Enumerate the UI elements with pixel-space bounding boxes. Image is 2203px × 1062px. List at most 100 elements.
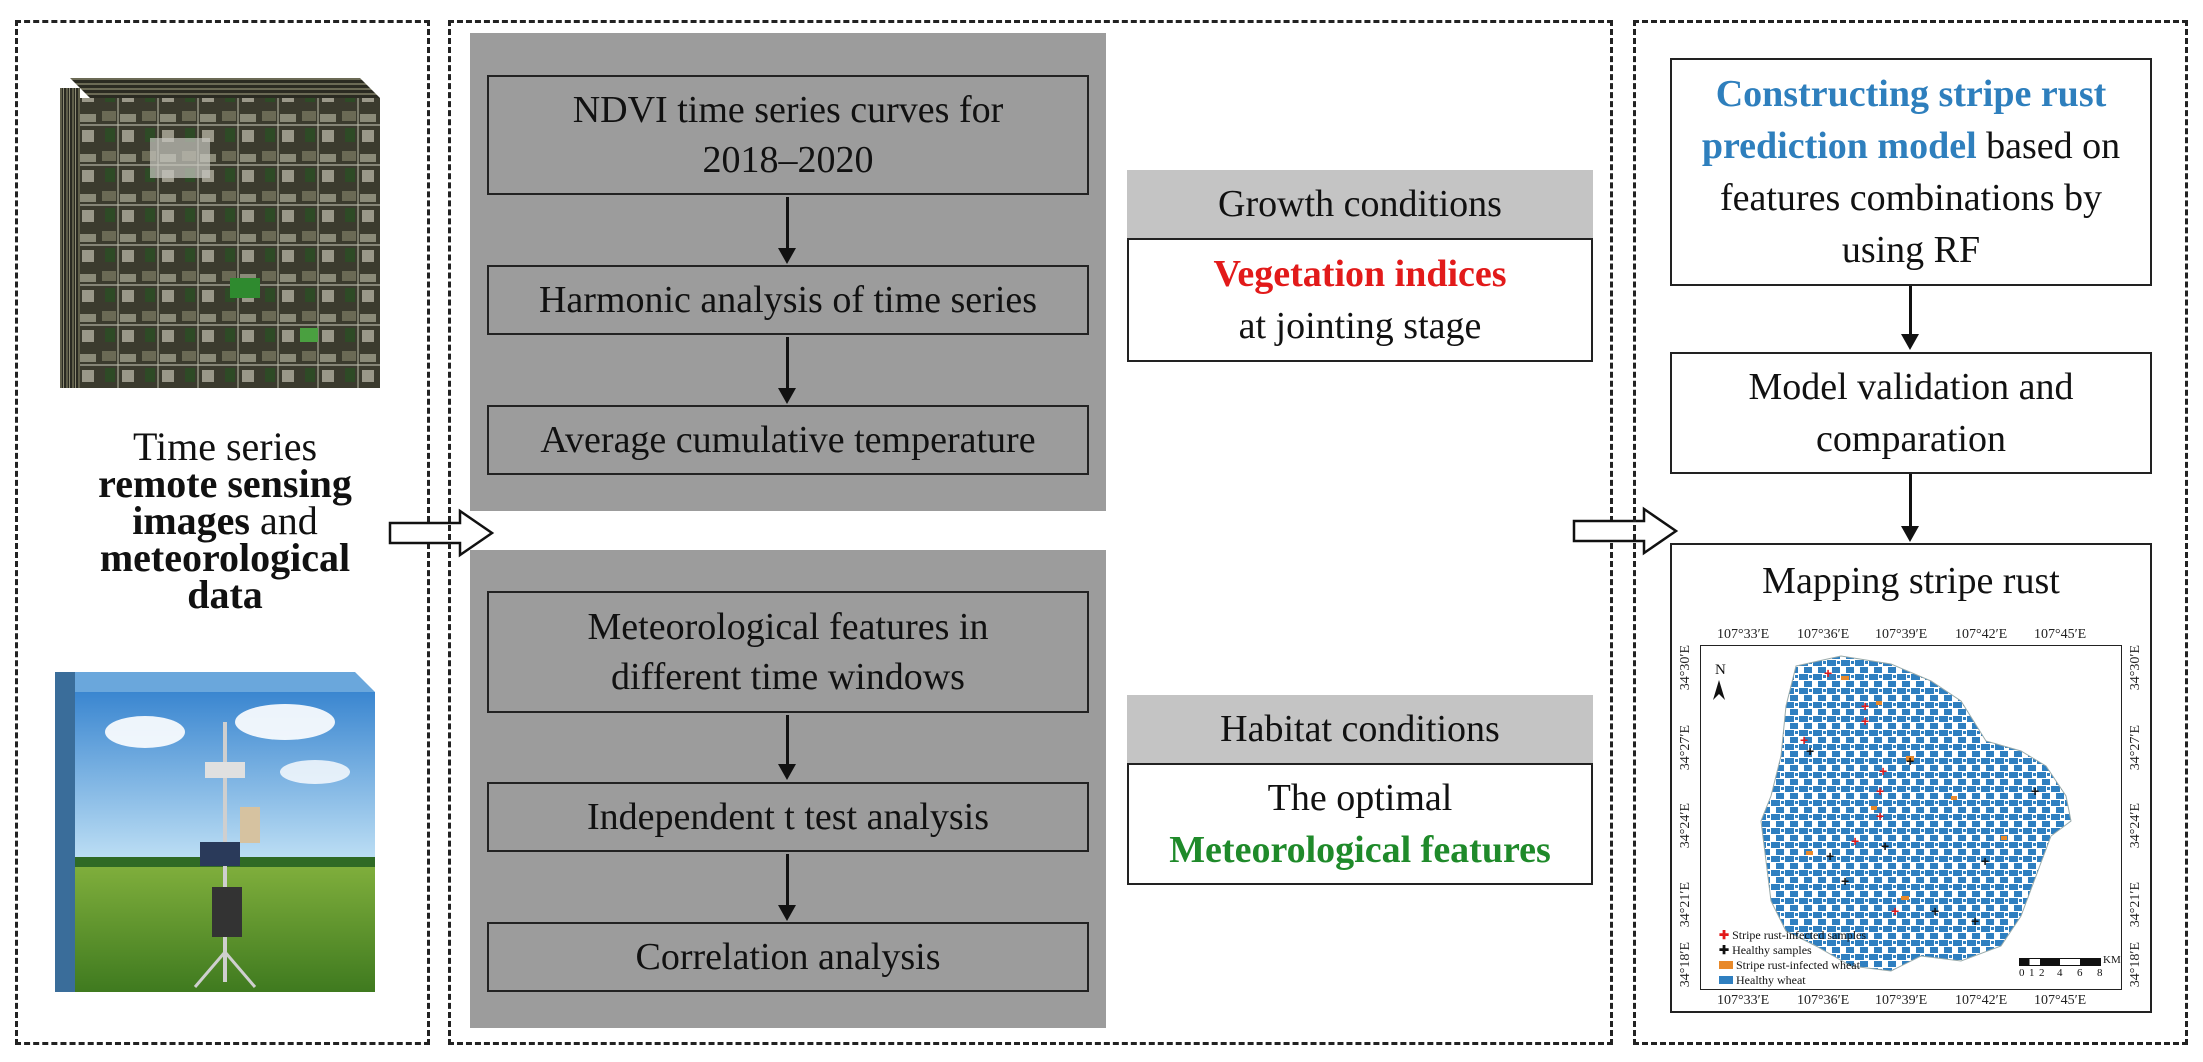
svg-text:+: + bbox=[1826, 848, 1834, 864]
step-correlation-analysis: Correlation analysis bbox=[487, 922, 1089, 992]
svg-text:+: + bbox=[1876, 808, 1884, 824]
map-bottom-tick: 107°33′E bbox=[1717, 993, 1770, 1008]
meteorological-features-label: Meteorological features bbox=[1169, 829, 1551, 871]
svg-text:+: + bbox=[1971, 913, 1979, 929]
growth-conditions-header: Growth conditions bbox=[1127, 170, 1593, 238]
legend-item: ✚ Stripe rust-infected samples bbox=[1719, 928, 1866, 943]
model-construction-highlight: Constructing stripe rust prediction mode… bbox=[1701, 73, 2107, 167]
connector-arrowhead bbox=[1901, 334, 1919, 350]
legend-item: Stripe rust-infected wheat bbox=[1719, 958, 1866, 973]
scale-tick: 2 bbox=[2039, 967, 2045, 979]
svg-text:+: + bbox=[1881, 838, 1889, 854]
legend-label: Healthy wheat bbox=[1736, 973, 1806, 987]
legend-item: ✚ Healthy samples bbox=[1719, 943, 1866, 958]
map-right-tick: 34°18′E bbox=[2128, 942, 2143, 988]
map-top-tick: 107°36′E bbox=[1797, 627, 1850, 642]
input-data-caption: Time series remote sensing images and me… bbox=[40, 424, 410, 617]
svg-text:+: + bbox=[2031, 783, 2039, 799]
caption-line-3-bold: images bbox=[132, 498, 250, 543]
weather-station-cube bbox=[55, 662, 385, 1000]
caption-line-5: data bbox=[187, 572, 263, 617]
scale-bar: KM 0 1 2 4 6 8 bbox=[2019, 954, 2121, 986]
svg-text:+: + bbox=[1851, 833, 1859, 849]
scale-tick: 4 bbox=[2057, 967, 2063, 979]
connector-arrowhead bbox=[778, 248, 796, 264]
map-left-tick: 34°21′E bbox=[1678, 882, 1693, 928]
caption-line-3-rest: and bbox=[250, 498, 318, 543]
red-cross-icon: ✚ bbox=[1719, 928, 1730, 942]
mapping-title: Mapping stripe rust bbox=[1762, 560, 2060, 602]
model-construction-rest: based on features combinations by using … bbox=[1719, 125, 2121, 271]
connector-line bbox=[786, 337, 789, 389]
map-bottom-tick: 107°39′E bbox=[1875, 993, 1928, 1008]
step-meteorological-features: Meteorological features in different tim… bbox=[487, 591, 1089, 713]
map-top-tick: 107°42′E bbox=[1955, 627, 2008, 642]
svg-text:+: + bbox=[1876, 783, 1884, 799]
scale-tick: 1 bbox=[2029, 967, 2035, 979]
study-area-map-svg: +++ +++ +++ +++ +++ +++ N bbox=[1713, 655, 2072, 972]
black-cross-icon: ✚ bbox=[1719, 943, 1730, 957]
scale-tick: 0 bbox=[2019, 967, 2025, 979]
map-top-tick: 107°33′E bbox=[1717, 627, 1770, 642]
step-cumulative-temperature: Average cumulative temperature bbox=[487, 405, 1089, 475]
svg-text:+: + bbox=[1800, 732, 1808, 748]
map-top-tick: 107°39′E bbox=[1875, 627, 1928, 642]
svg-text:+: + bbox=[1981, 853, 1989, 869]
map-right-tick: 34°30′E bbox=[2128, 645, 2143, 691]
scale-tick: 6 bbox=[2077, 967, 2083, 979]
map-left-tick: 34°30′E bbox=[1678, 645, 1693, 691]
jointing-stage-label: at jointing stage bbox=[1238, 305, 1482, 347]
connector-line bbox=[786, 715, 789, 765]
map-right-tick: 34°27′E bbox=[2128, 725, 2143, 771]
legend-label: Healthy samples bbox=[1732, 943, 1812, 957]
map-bottom-tick: 107°42′E bbox=[1955, 993, 2008, 1008]
orange-swatch-icon bbox=[1719, 961, 1733, 969]
north-label: N bbox=[1715, 662, 1726, 678]
map-bottom-tick: 107°45′E bbox=[2034, 993, 2087, 1008]
connector-line bbox=[1909, 474, 1912, 526]
step-t-test: Independent t test analysis bbox=[487, 782, 1089, 852]
flow-arrow-1 bbox=[388, 508, 495, 558]
connector-arrowhead bbox=[1901, 526, 1919, 542]
svg-text:+: + bbox=[1841, 873, 1849, 889]
map-left-tick: 34°27′E bbox=[1678, 725, 1693, 771]
map-bottom-tick: 107°36′E bbox=[1797, 993, 1850, 1008]
satellite-image-cube bbox=[60, 68, 390, 398]
blue-swatch-icon bbox=[1719, 976, 1733, 984]
map-left-tick: 34°24′E bbox=[1678, 803, 1693, 849]
svg-text:+: + bbox=[1891, 903, 1899, 919]
caption-line-1: Time series bbox=[132, 424, 318, 469]
scale-unit: KM bbox=[2103, 954, 2121, 966]
legend-label: Stripe rust-infected wheat bbox=[1736, 958, 1860, 972]
svg-text:+: + bbox=[1879, 763, 1887, 779]
connector-line bbox=[1909, 286, 1912, 334]
habitat-conditions-box: The optimal Meteorological features bbox=[1127, 763, 1593, 885]
caption-line-2: remote sensing bbox=[98, 461, 352, 506]
map-right-tick: 34°21′E bbox=[2128, 882, 2143, 928]
study-area-map: +++ +++ +++ +++ +++ +++ N ✚ Stripe rust-… bbox=[1700, 645, 2122, 990]
step-harmonic-analysis: Harmonic analysis of time series bbox=[487, 265, 1089, 335]
mapping-box: Mapping stripe rust 107°33′E 107°36′E 10… bbox=[1670, 543, 2152, 1013]
svg-text:+: + bbox=[1906, 753, 1914, 769]
vegetation-indices-label: Vegetation indices bbox=[1213, 253, 1507, 295]
model-construction-text: Constructing stripe rust prediction mode… bbox=[1672, 68, 2150, 276]
model-construction-box: Constructing stripe rust prediction mode… bbox=[1670, 58, 2152, 286]
caption-line-4: meteorological bbox=[99, 535, 351, 580]
model-validation-text: Model validation and comparation bbox=[1748, 366, 2074, 460]
map-top-tick: 107°45′E bbox=[2034, 627, 2087, 642]
svg-text:+: + bbox=[1861, 713, 1869, 729]
connector-line bbox=[786, 197, 789, 250]
growth-conditions-box: Vegetation indices at jointing stage bbox=[1127, 238, 1593, 362]
optimal-label: The optimal bbox=[1267, 777, 1453, 819]
map-left-tick: 34°18′E bbox=[1678, 942, 1693, 988]
svg-text:+: + bbox=[1861, 698, 1869, 714]
model-validation-box: Model validation and comparation bbox=[1670, 352, 2152, 474]
flow-arrow-2 bbox=[1572, 506, 1679, 556]
connector-arrowhead bbox=[778, 764, 796, 780]
svg-text:+: + bbox=[1806, 743, 1814, 759]
map-right-tick: 34°24′E bbox=[2128, 803, 2143, 849]
legend-label: Stripe rust-infected samples bbox=[1732, 928, 1867, 942]
svg-text:+: + bbox=[1824, 665, 1832, 681]
step-ndvi-curves: NDVI time series curves for 2018–2020 bbox=[487, 75, 1089, 195]
scale-tick: 8 bbox=[2097, 967, 2103, 979]
